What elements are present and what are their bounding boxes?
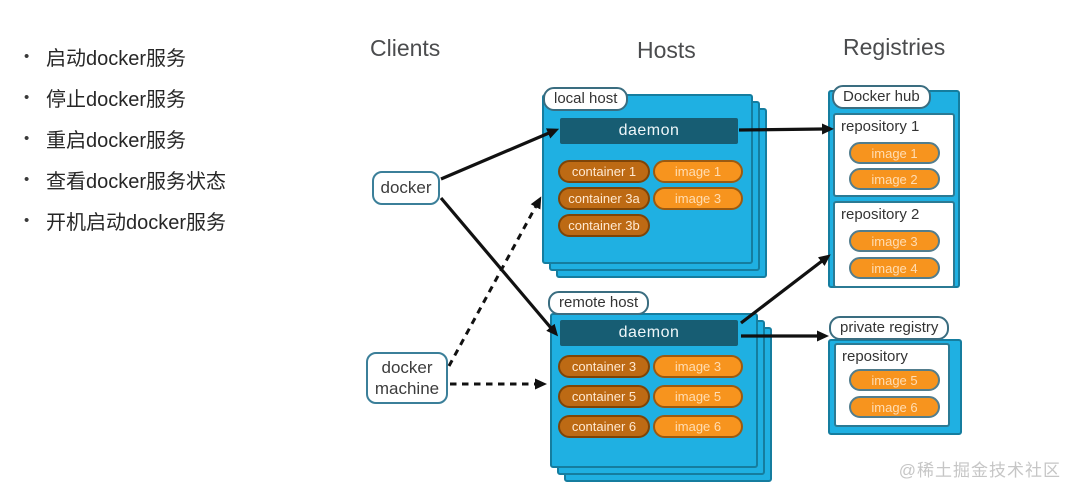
container-pill: container 6 xyxy=(558,415,650,438)
image-pill: image 5 xyxy=(849,369,940,391)
image-pill: image 2 xyxy=(849,168,940,190)
arrow-docker-to-remote-daemon xyxy=(439,196,559,337)
arrow-docker-machine-to-local-host xyxy=(447,196,542,367)
image-pill: image 1 xyxy=(849,142,940,164)
container-pill: container 3 xyxy=(558,355,650,378)
bullet-list: • 启动docker服务 • 停止docker服务 • 重启docker服务 • 查看d… xyxy=(24,42,226,235)
private-registry-label: private registry xyxy=(829,316,950,340)
docker-client-box: docker xyxy=(372,171,440,205)
list-item: • 查看docker服务状态 xyxy=(24,165,226,194)
image-pill: image 4 xyxy=(849,257,940,279)
column-header-clients: Clients xyxy=(370,35,441,61)
list-item: • 开机启动docker服务 xyxy=(24,206,226,235)
local-host-label: local host xyxy=(543,87,629,111)
bullet-icon: • xyxy=(24,171,30,188)
container-pill: container 5 xyxy=(558,385,650,408)
list-item: • 启动docker服务 xyxy=(24,42,226,71)
remote-host-label: remote host xyxy=(548,291,650,315)
bullet-icon: • xyxy=(24,48,30,65)
image-pill: image 3 xyxy=(653,355,743,378)
bullet-icon: • xyxy=(24,89,30,106)
column-header-hosts: Hosts xyxy=(637,37,696,63)
local-daemon-bar: daemon xyxy=(560,118,738,144)
docker-machine-client-box: docker machine xyxy=(366,352,448,404)
bullet-text: 启动docker服务 xyxy=(46,48,187,70)
container-pill: container 3a xyxy=(558,187,650,210)
image-pill: image 6 xyxy=(849,396,940,418)
image-pill: image 3 xyxy=(849,230,940,252)
arrow-docker-to-local-daemon xyxy=(440,128,560,181)
list-item: • 停止docker服务 xyxy=(24,83,226,112)
bullet-text: 停止docker服务 xyxy=(46,89,187,111)
bullet-icon: • xyxy=(24,130,30,147)
private-repository-title: repository xyxy=(842,348,908,365)
image-pill: image 3 xyxy=(653,187,743,210)
bullet-text: 重启docker服务 xyxy=(46,130,187,152)
image-pill: image 5 xyxy=(653,385,743,408)
bullet-icon: • xyxy=(24,212,30,229)
image-pill: image 1 xyxy=(653,160,743,183)
column-header-registries: Registries xyxy=(843,34,946,60)
docker-hub-label: Docker hub xyxy=(832,85,931,109)
container-pill: container 1 xyxy=(558,160,650,183)
repository-2-title: repository 2 xyxy=(841,206,920,223)
image-pill: image 6 xyxy=(653,415,743,438)
container-pill: container 3b xyxy=(558,214,650,237)
bullet-text: 查看docker服务状态 xyxy=(46,171,227,193)
list-item: • 重启docker服务 xyxy=(24,124,226,153)
bullet-text: 开机启动docker服务 xyxy=(46,212,227,234)
watermark: @稀土掘金技术社区 xyxy=(898,461,1061,480)
remote-daemon-bar: daemon xyxy=(560,320,738,346)
repository-1-title: repository 1 xyxy=(841,118,920,135)
